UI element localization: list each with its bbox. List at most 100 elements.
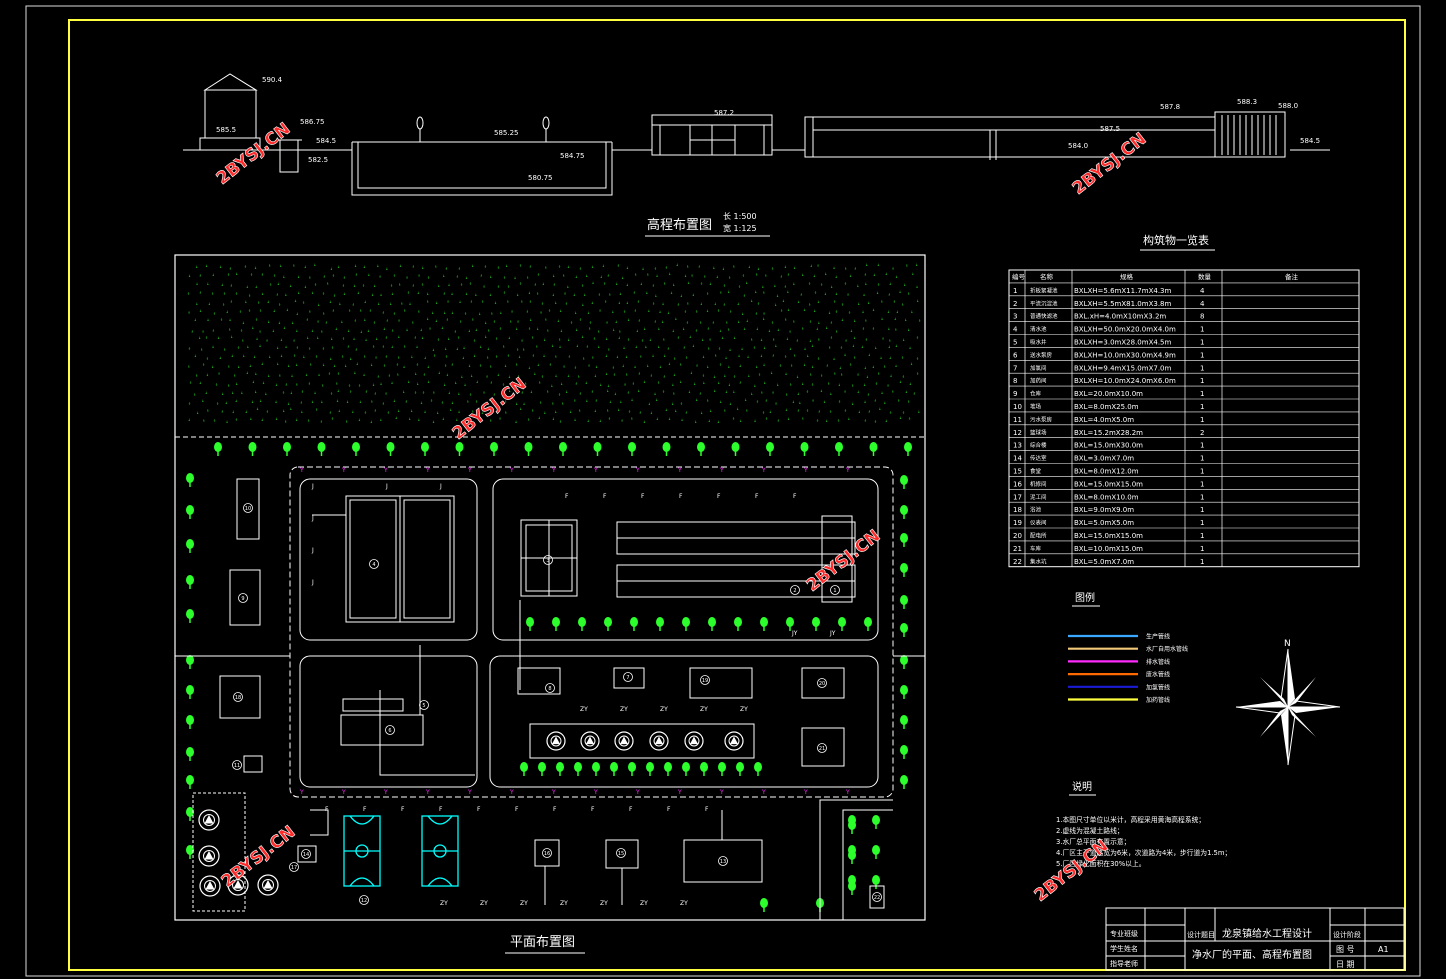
grass-mark: ꜜ (420, 401, 422, 408)
grass-mark: ꜜ (907, 291, 909, 298)
grass-mark: ꜜ (626, 283, 628, 290)
grass-mark: ꜜ (724, 409, 726, 416)
grass-mark: ꜜ (675, 317, 677, 324)
grass-mark: ꜜ (725, 356, 727, 363)
grass-mark: ꜜ (818, 321, 820, 328)
grass-mark: ꜜ (720, 400, 722, 407)
grass-mark: ꜜ (563, 364, 565, 371)
pipe-code: Y (719, 789, 724, 796)
grass-mark: ꜜ (503, 276, 505, 283)
grass-mark: ꜜ (839, 366, 841, 373)
svg-text:18: 18 (235, 695, 241, 701)
grass-mark: ꜜ (857, 284, 859, 291)
grass-mark: ꜜ (654, 266, 656, 273)
grass-mark: ꜜ (318, 303, 320, 310)
grass-mark: ꜜ (435, 319, 437, 326)
grass-mark: ꜜ (784, 265, 786, 272)
grass-mark: ꜜ (718, 381, 720, 388)
grass-mark: ꜜ (708, 347, 710, 354)
grass-mark: ꜜ (640, 282, 642, 289)
grass-mark: ꜜ (809, 320, 811, 327)
grass-mark: ꜜ (445, 347, 447, 354)
grass-mark: ꜜ (575, 382, 577, 389)
grass-mark: ꜜ (854, 266, 856, 273)
pipe-code: ZY (600, 900, 608, 907)
grass-mark: ꜜ (437, 411, 439, 418)
legend-item: 废水管线 (1068, 671, 1170, 679)
grass-mark: ꜜ (472, 410, 474, 417)
pipe-code: ZY (440, 900, 448, 907)
tree-icon (900, 475, 908, 489)
svg-text:1: 1 (1200, 455, 1204, 463)
grass-mark: ꜜ (908, 328, 910, 335)
grass-mark: ꜜ (489, 398, 491, 405)
svg-text:1: 1 (1200, 532, 1204, 540)
pipe-code: ZY (480, 900, 488, 907)
plan-number-17: 17 (289, 862, 299, 872)
grass-mark: ꜜ (917, 371, 919, 378)
svg-text:11: 11 (234, 763, 240, 769)
grass-mark: ꜜ (881, 391, 883, 398)
grass-mark: ꜜ (463, 346, 465, 353)
grass-mark: ꜜ (582, 303, 584, 310)
grass-mark: ꜜ (664, 354, 666, 361)
grass-mark: ꜜ (243, 354, 245, 361)
grass-mark: ꜜ (552, 417, 554, 424)
grass-mark: ꜜ (217, 401, 219, 408)
grass-mark: ꜜ (205, 264, 207, 271)
grass-mark: ꜜ (511, 309, 513, 316)
grass-mark: ꜜ (242, 321, 244, 328)
grass-mark: ꜜ (418, 274, 420, 281)
grass-mark: ꜜ (565, 390, 567, 397)
plan-number-18: 18 (233, 692, 243, 702)
grass-mark: ꜜ (673, 283, 675, 290)
grass-mark: ꜜ (647, 364, 649, 371)
svg-text:14: 14 (303, 852, 309, 858)
grass-mark: ꜜ (317, 336, 319, 343)
grass-mark: ꜜ (438, 284, 440, 291)
grass-mark: ꜜ (227, 273, 229, 280)
grass-mark: ꜜ (286, 308, 288, 315)
grass-mark: ꜜ (516, 402, 518, 409)
grass-mark: ꜜ (851, 402, 853, 409)
legend-item: 生产管线 (1068, 633, 1170, 641)
grass-mark: ꜜ (876, 291, 878, 298)
tree-icon (646, 762, 654, 776)
grass-mark: ꜜ (427, 276, 429, 283)
svg-text:BXL=15.2mX28.2m: BXL=15.2mX28.2m (1074, 429, 1143, 437)
grass-mark: ꜜ (293, 264, 295, 271)
grass-mark: ꜜ (443, 311, 445, 318)
svg-text:12: 12 (361, 898, 367, 904)
grass-mark: ꜜ (205, 336, 207, 343)
grass-mark: ꜜ (304, 285, 306, 292)
svg-text:BXLXH=5.6mX11.7mX4.3m: BXLXH=5.6mX11.7mX4.3m (1074, 287, 1172, 295)
grass-mark: ꜜ (314, 263, 316, 270)
grass-mark: ꜜ (624, 382, 626, 389)
svg-text:平流沉淀池: 平流沉淀池 (1030, 299, 1058, 307)
grass-mark: ꜜ (849, 274, 851, 281)
grass-mark: ꜜ (746, 408, 748, 415)
grass-mark: ꜜ (558, 337, 560, 344)
grass-mark: ꜜ (594, 374, 596, 381)
grass-mark: ꜜ (669, 272, 671, 279)
grass-mark: ꜜ (414, 336, 416, 343)
grass-mark: ꜜ (889, 356, 891, 363)
grass-mark: ꜜ (706, 309, 708, 316)
tree-icon (848, 820, 856, 834)
tree-icon (760, 898, 768, 912)
grass-mark: ꜜ (821, 373, 823, 380)
grass-mark: ꜜ (682, 327, 684, 334)
grass-mark: ꜜ (396, 362, 398, 369)
tree-icon (248, 442, 257, 456)
grass-mark: ꜜ (370, 420, 372, 427)
grass-mark: ꜜ (829, 345, 831, 352)
tree-icon (317, 442, 326, 456)
grass-mark: ꜜ (737, 302, 739, 309)
grass-mark: ꜜ (563, 274, 565, 281)
grass-mark: ꜜ (196, 265, 198, 272)
